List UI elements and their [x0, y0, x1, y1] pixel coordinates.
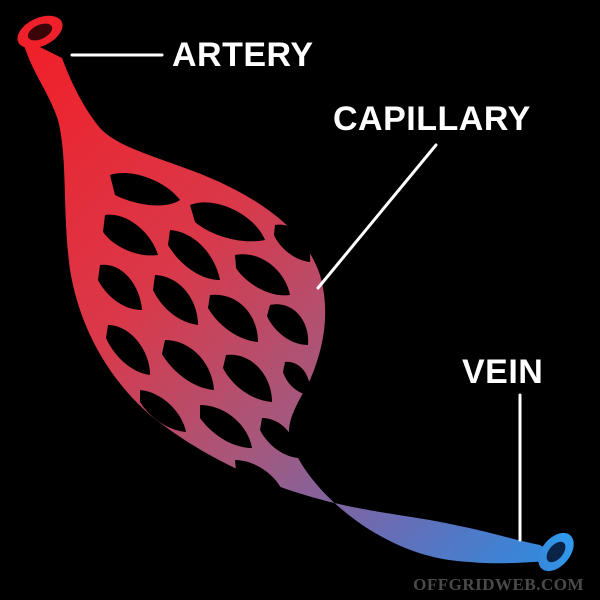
- artery-label: ARTERY: [172, 36, 314, 74]
- capillary-leader-line: [316, 143, 438, 290]
- capillary-label: CAPILLARY: [333, 100, 531, 138]
- artery-opening: [17, 15, 63, 49]
- vessel-body: [22, 38, 562, 564]
- watermark-text: OFFGRIDWEB.COM: [413, 575, 584, 594]
- vein-opening: [538, 532, 574, 572]
- capillary-network: [98, 172, 376, 500]
- vein-label: VEIN: [462, 353, 543, 391]
